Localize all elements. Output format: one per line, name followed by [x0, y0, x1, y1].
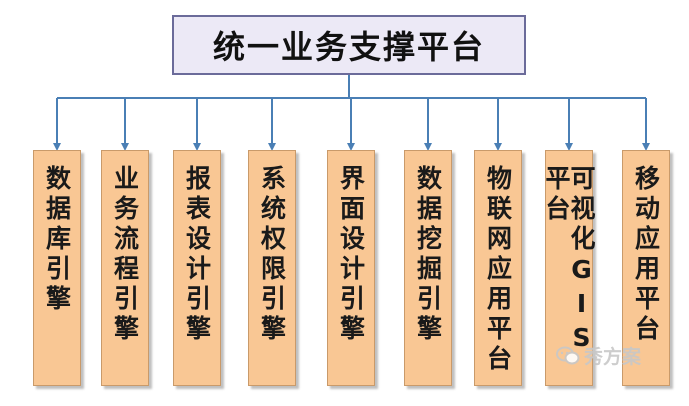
module-label: 报表设计引擎: [182, 165, 212, 345]
module-data-mining-engine: 数据挖掘引擎: [404, 150, 452, 386]
module-database-engine: 数据库引擎: [33, 150, 81, 386]
module-label: 系统权限引擎: [257, 165, 287, 345]
module-workflow-engine: 业务流程引擎: [101, 150, 149, 386]
module-gis-platform: 可视化GIS平台: [542, 150, 596, 386]
platform-title-text: 统一业务支撑平台: [212, 28, 485, 66]
watermark-text: 秀方案: [584, 346, 642, 368]
module-label: 物联网应用平台: [483, 165, 513, 375]
module-label: 数据库引擎: [42, 165, 72, 315]
module-label: 可视化GIS平台: [542, 165, 596, 357]
watermark: 秀方案: [556, 342, 641, 369]
module-report-design-engine: 报表设计引擎: [173, 150, 221, 386]
module-iot-platform: 物联网应用平台: [474, 150, 522, 386]
module-label: 移动应用平台: [631, 165, 661, 345]
module-label: 界面设计引擎: [336, 165, 366, 345]
module-ui-design-engine: 界面设计引擎: [327, 150, 375, 386]
module-label: 业务流程引擎: [110, 165, 140, 345]
wechat-icon: [556, 346, 580, 366]
module-mobile-platform: 移动应用平台: [622, 150, 670, 386]
module-label: 数据挖掘引擎: [413, 165, 443, 345]
module-permission-engine: 系统权限引擎: [248, 150, 296, 386]
platform-title: 统一业务支撑平台: [172, 15, 526, 75]
